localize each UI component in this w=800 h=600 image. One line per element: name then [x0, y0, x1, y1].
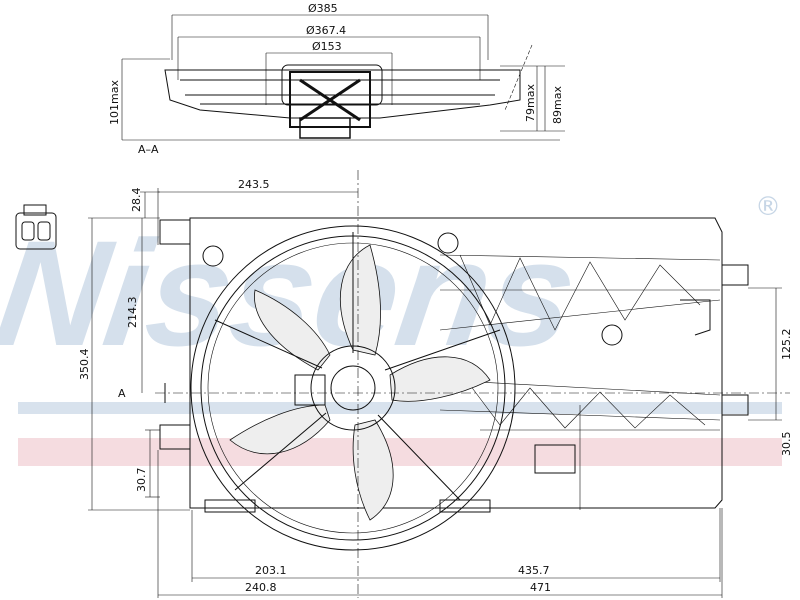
dim-350-4: 350.4 [78, 349, 91, 381]
front-view: A 243.5 28.4 214.3 350.4 30.7 125.2 30.5 [78, 170, 793, 598]
dim-30-5: 30.5 [780, 432, 793, 457]
section-marker-a: A [118, 387, 126, 400]
watermark: Nissens ® [0, 192, 782, 466]
watermark-pink-band [18, 438, 782, 466]
dim-89max: 89max [551, 86, 564, 124]
dim-101max: 101max [108, 80, 121, 125]
shroud-frame [189, 217, 723, 509]
dim-125-2: 125.2 [780, 329, 793, 361]
dim-435-7: 435.7 [518, 564, 550, 577]
fan-blades [229, 244, 491, 521]
section-label: A–A [138, 143, 159, 156]
dim-dia-385: Ø385 [308, 2, 338, 15]
dim-30-7: 30.7 [135, 468, 148, 493]
dimensions: 243.5 28.4 214.3 350.4 30.7 125.2 30.5 2… [78, 178, 793, 598]
dim-dia-153: Ø153 [312, 40, 342, 53]
dim-dia-367: Ø367.4 [306, 24, 346, 37]
dim-203-1: 203.1 [255, 564, 287, 577]
dim-214-3: 214.3 [126, 297, 139, 329]
dim-28-4: 28.4 [130, 188, 143, 213]
watermark-blue-band [18, 402, 782, 414]
dim-240-8: 240.8 [245, 581, 277, 594]
connector-icon [15, 204, 57, 250]
registered-mark: ® [755, 192, 781, 222]
dim-79max: 79max [524, 84, 537, 122]
dim-243-5: 243.5 [238, 178, 270, 191]
dim-471: 471 [530, 581, 551, 594]
section-view: Ø385 Ø367.4 Ø153 101max 79max 89max A–A [108, 2, 565, 156]
